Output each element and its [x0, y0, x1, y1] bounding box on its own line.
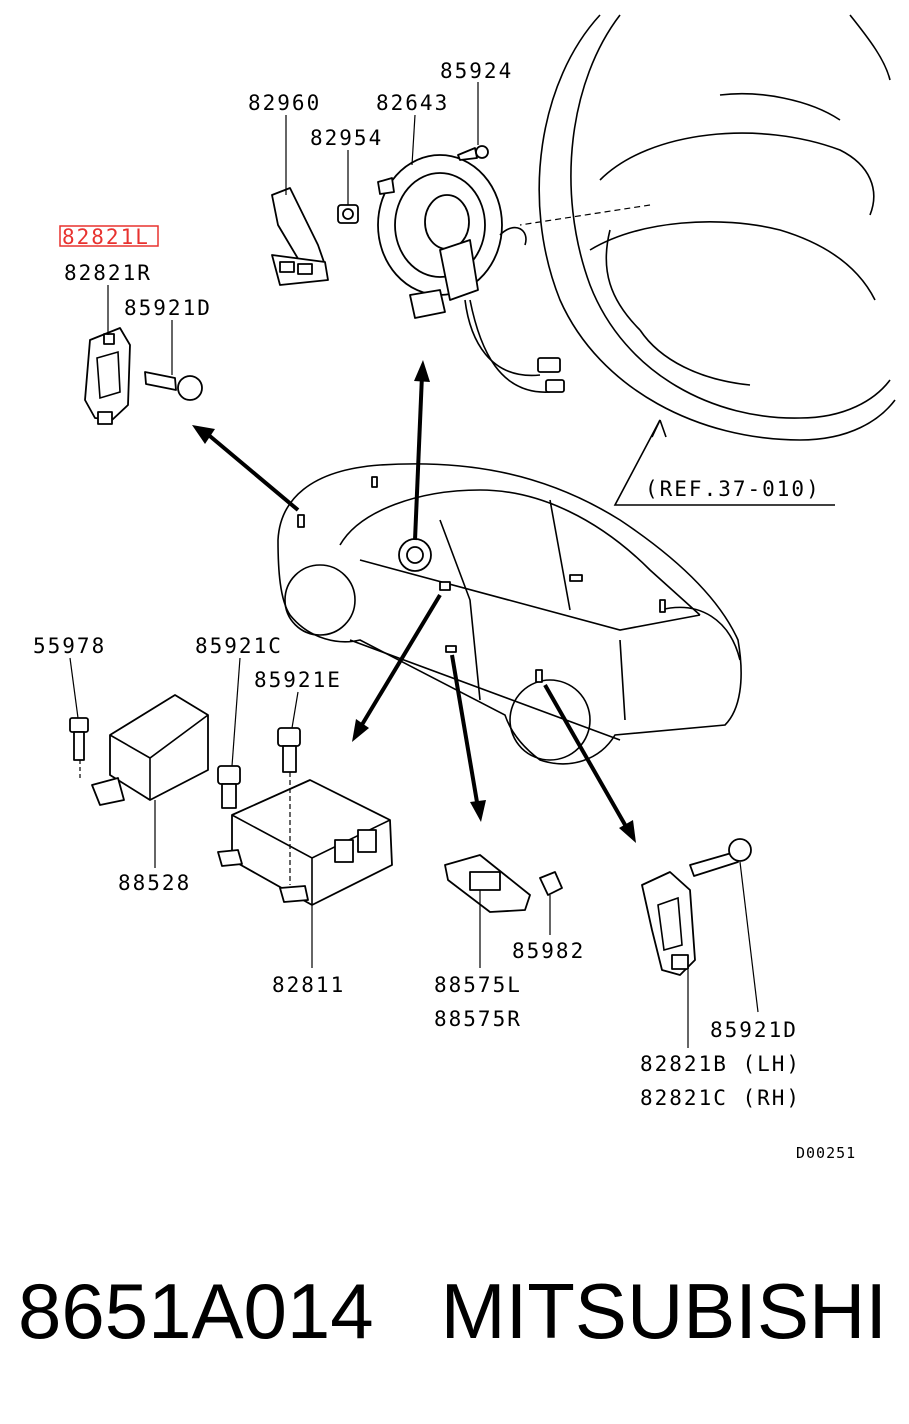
steering-wheel-illustration — [519, 14, 896, 506]
label-85921C: 85921C — [195, 634, 283, 658]
label-88575L: 88575L — [434, 973, 522, 997]
label-82643: 82643 — [376, 91, 449, 115]
label-88575R: 88575R — [434, 1007, 522, 1031]
side-impact-sensor-illustration — [641, 838, 752, 976]
highlight-box — [59, 225, 159, 247]
label-82821C: 82821C (RH) — [640, 1086, 801, 1110]
side-sensor-88575-illustration — [444, 854, 563, 913]
label-82954: 82954 — [310, 126, 383, 150]
label-88528: 88528 — [118, 871, 191, 895]
label-85982: 85982 — [512, 939, 585, 963]
brand-name: MITSUBISHI — [440, 1267, 887, 1355]
clock-spring-illustration — [377, 154, 565, 393]
footer: 8651A014 MITSUBISHI — [0, 1250, 909, 1424]
label-85921E: 85921E — [254, 668, 342, 692]
airbag-parts-diagram: 85924 82960 82643 82954 82821L 82821R 85… — [33, 14, 896, 1162]
label-85921D-top: 85921D — [124, 296, 212, 320]
label-82821L-highlighted: 82821L — [62, 225, 150, 249]
label-82821B: 82821B (LH) — [640, 1052, 801, 1076]
callout-arrows — [192, 360, 636, 843]
label-85921D-bottom: 85921D — [710, 1018, 798, 1042]
front-impact-sensor-illustration — [84, 327, 203, 425]
bracket-82960-illustration — [271, 187, 329, 286]
sensor-unit-88528-illustration — [69, 694, 209, 806]
nut-82954-illustration — [337, 204, 359, 224]
label-82811: 82811 — [272, 973, 345, 997]
label-82821R: 82821R — [64, 261, 152, 285]
srs-ecu-82811-illustration — [217, 727, 393, 906]
vehicle-illustration — [277, 463, 742, 765]
leader-lines — [69, 82, 759, 1048]
diagram-code: D00251 — [796, 1144, 856, 1162]
label-85924: 85924 — [440, 59, 513, 83]
screw-85924-illustration — [457, 145, 489, 161]
label-82960: 82960 — [248, 91, 321, 115]
part-number: 8651A014 — [18, 1267, 374, 1355]
label-55978: 55978 — [33, 634, 106, 658]
label-reference: (REF.37-010) — [645, 477, 821, 501]
